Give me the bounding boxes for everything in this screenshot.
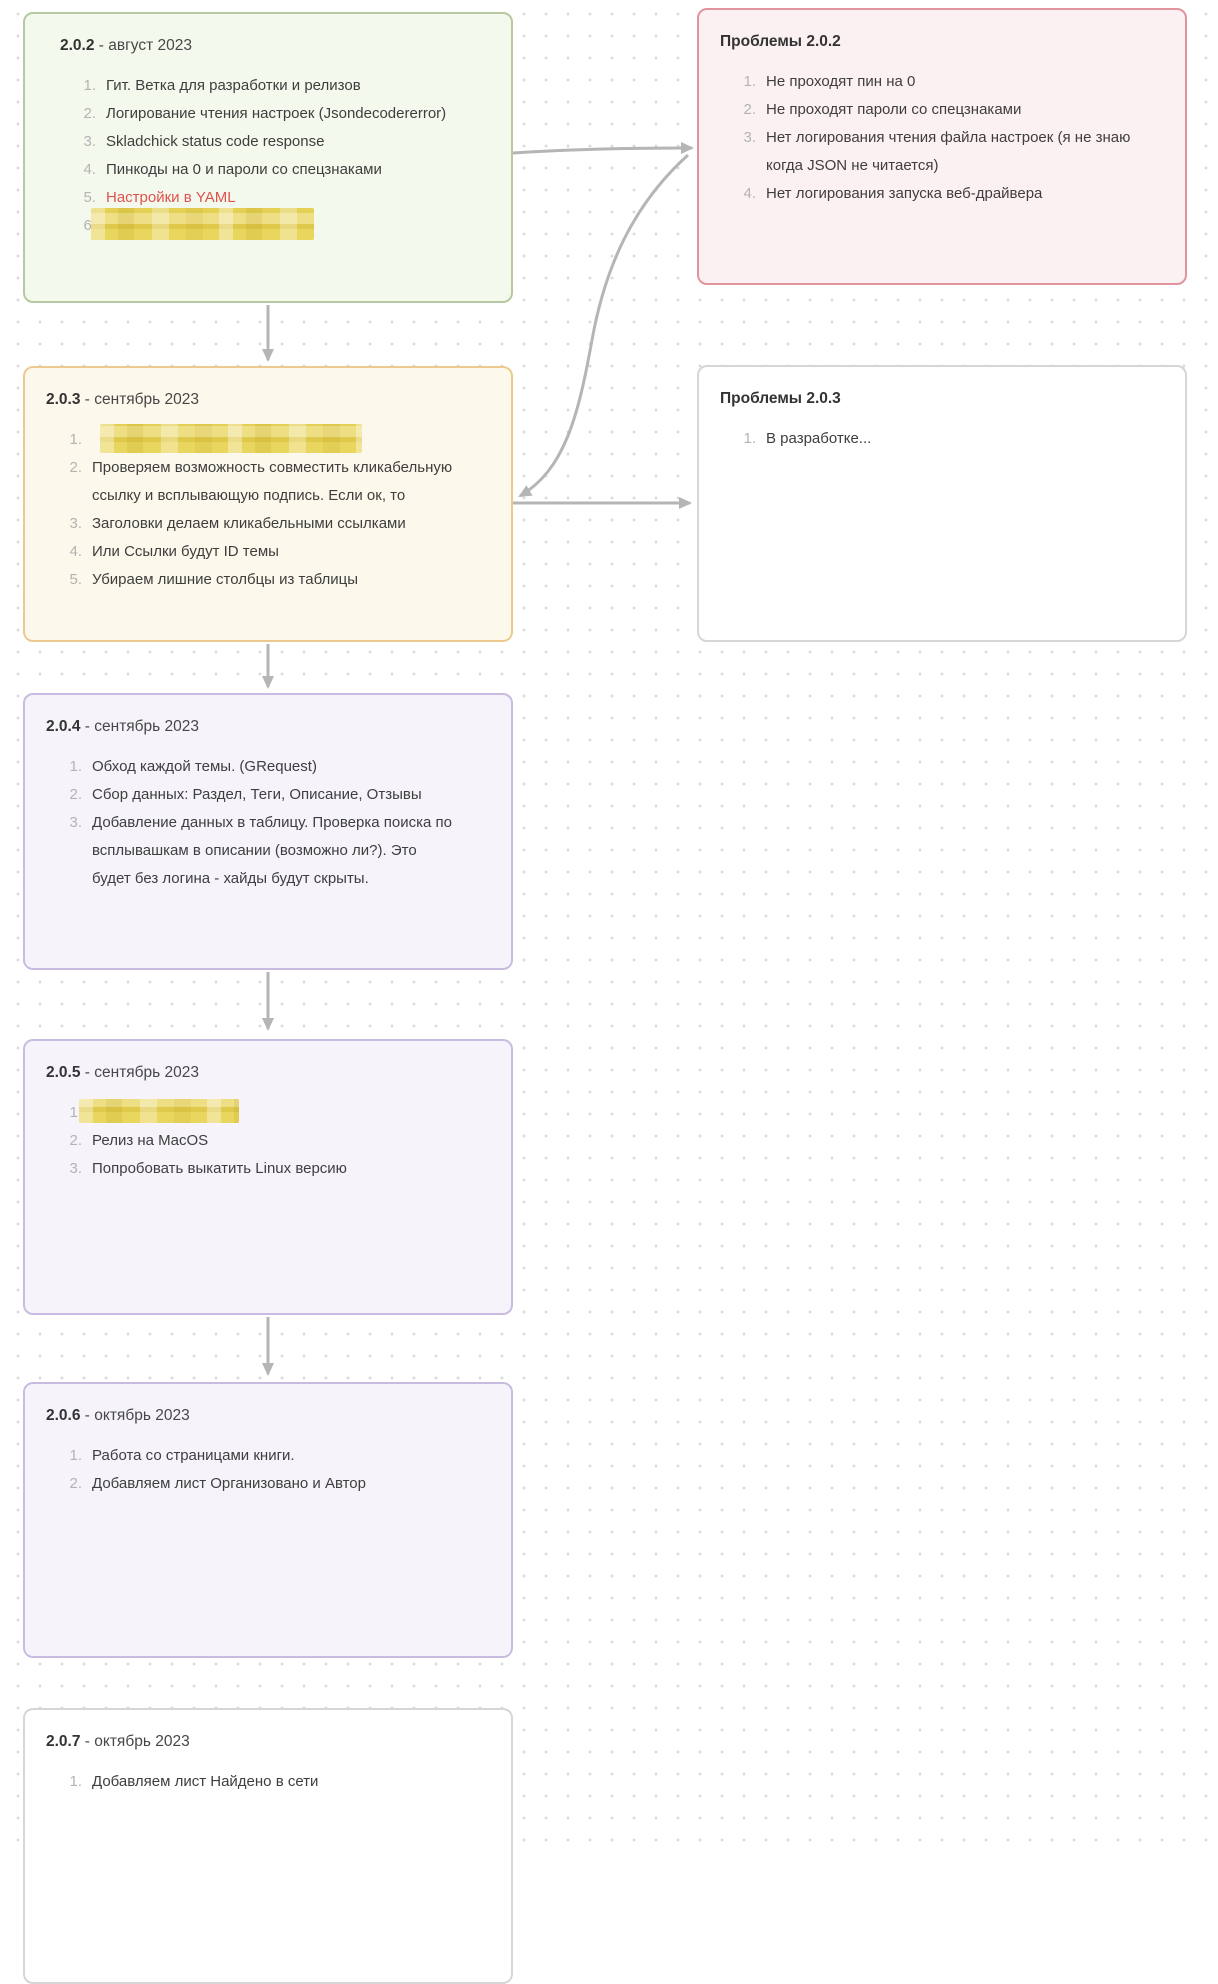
list-item: Логирование чтения настроек (Jsondecoder… [106, 105, 447, 122]
problems-label: Проблемы 2.0.3 [720, 390, 841, 407]
canvas-node-2-0-4[interactable]: 2.0.4 - сентябрь 2023 Обход каждой темы.… [23, 693, 513, 970]
list-item: Добавляем лист Организовано и Автор [92, 1475, 366, 1492]
list-item: Гит. Ветка для разработки и релизов [106, 77, 361, 94]
canvas-node-2-0-3[interactable]: 2.0.3 - сентябрь 2023 Проверяем возможно… [23, 366, 513, 642]
item-list: Добавляем лист Найдено в сети [46, 1768, 485, 1796]
version-label: 2.0.4 [46, 718, 81, 735]
version-label: 2.0.7 [46, 1733, 81, 1750]
list-item [54, 1099, 485, 1127]
canvas-node-2-0-5[interactable]: 2.0.5 - сентябрь 2023 Релиз на MacOS Попр… [23, 1039, 513, 1315]
item-list: Работа со страницами книги. Добавляем лис… [46, 1442, 485, 1498]
version-label: 2.0.2 [60, 37, 95, 54]
list-item: Или Ссылки будут ID темы [92, 543, 279, 560]
node-title: 2.0.3 - сентябрь 2023 [46, 388, 485, 412]
canvas-node-problems-2-0-3[interactable]: Проблемы 2.0.3 В разработке... [697, 365, 1187, 642]
canvas-board: 2.0.2 - август 2023 Гит. Ветка для разра… [0, 0, 1218, 1853]
date-label: - октябрь 2023 [80, 1407, 190, 1424]
list-item: Пинкоды на 0 и пароли со спецзнаками [106, 161, 382, 178]
date-label: - сентябрь 2023 [80, 391, 200, 408]
version-label: 2.0.3 [46, 391, 81, 408]
list-item: Добавляем лист Найдено в сети [92, 1773, 319, 1790]
node-title: 2.0.6 - октябрь 2023 [46, 1404, 485, 1428]
item-list: Проверяем возможность совместить кликабе… [46, 423, 485, 594]
item-list: Обход каждой темы. (GRequest) Сбор данных… [46, 753, 485, 893]
version-label: 2.0.6 [46, 1407, 81, 1424]
list-item: Проверяем возможность совместить кликабе… [92, 459, 453, 504]
problems-label: Проблемы 2.0.2 [720, 33, 841, 50]
redacted-text [100, 423, 362, 453]
list-item [68, 208, 485, 241]
list-item [54, 423, 485, 454]
list-item: Попробовать выкатить Linux версию [92, 1160, 347, 1177]
node-title: 2.0.7 - октябрь 2023 [46, 1730, 485, 1754]
item-list: В разработке... [720, 425, 1159, 453]
date-label: - октябрь 2023 [80, 1733, 190, 1750]
list-item: Skladchick status code response [106, 133, 325, 150]
canvas-node-2-0-7[interactable]: 2.0.7 - октябрь 2023 Добавляем лист Найд… [23, 1708, 513, 1984]
list-item: Не проходят пин на 0 [766, 73, 916, 90]
redacted-text [91, 208, 314, 241]
date-label: - август 2023 [94, 37, 192, 54]
list-item: Нет логирования чтения файла настроек (я… [766, 129, 1131, 174]
item-list: Релиз на MacOS Попробовать выкатить Linux… [46, 1099, 485, 1183]
node-title: Проблемы 2.0.2 [720, 30, 1159, 54]
list-item: Не проходят пароли со спецзнаками [766, 101, 1022, 118]
canvas-node-2-0-2[interactable]: 2.0.2 - август 2023 Гит. Ветка для разра… [23, 12, 513, 303]
list-item: Сбор данных: Раздел, Теги, Описание, Отз… [92, 786, 422, 803]
version-label: 2.0.5 [46, 1064, 81, 1081]
date-label: - сентябрь 2023 [80, 718, 200, 735]
list-item: Нет логирования запуска веб-драйвера [766, 185, 1043, 202]
edge-problems202-to-203 [518, 153, 690, 498]
node-title: 2.0.4 - сентябрь 2023 [46, 715, 485, 739]
list-item: Работа со страницами книги. [92, 1447, 295, 1464]
list-item: В разработке... [766, 430, 872, 447]
list-item: Релиз на MacOS [92, 1132, 209, 1149]
date-label: - сентябрь 2023 [80, 1064, 200, 1081]
item-list: Не проходят пин на 0 Не проходят пароли с… [720, 68, 1159, 208]
redacted-text [79, 1099, 239, 1124]
list-item: Настройки в YAML [106, 189, 236, 206]
canvas-node-2-0-6[interactable]: 2.0.6 - октябрь 2023 Работа со страницам… [23, 1382, 513, 1658]
node-title: 2.0.2 - август 2023 [60, 34, 485, 58]
list-item: Заголовки делаем кликабельными ссылками [92, 515, 406, 532]
node-title: Проблемы 2.0.3 [720, 387, 1159, 411]
list-item: Обход каждой темы. (GRequest) [92, 758, 317, 775]
list-item: Убираем лишние столбцы из таблицы [92, 571, 359, 588]
edge-202-to-problems202 [512, 142, 694, 155]
node-title: 2.0.5 - сентябрь 2023 [46, 1061, 485, 1085]
list-item: Добавление данных в таблицу. Проверка по… [92, 814, 452, 887]
